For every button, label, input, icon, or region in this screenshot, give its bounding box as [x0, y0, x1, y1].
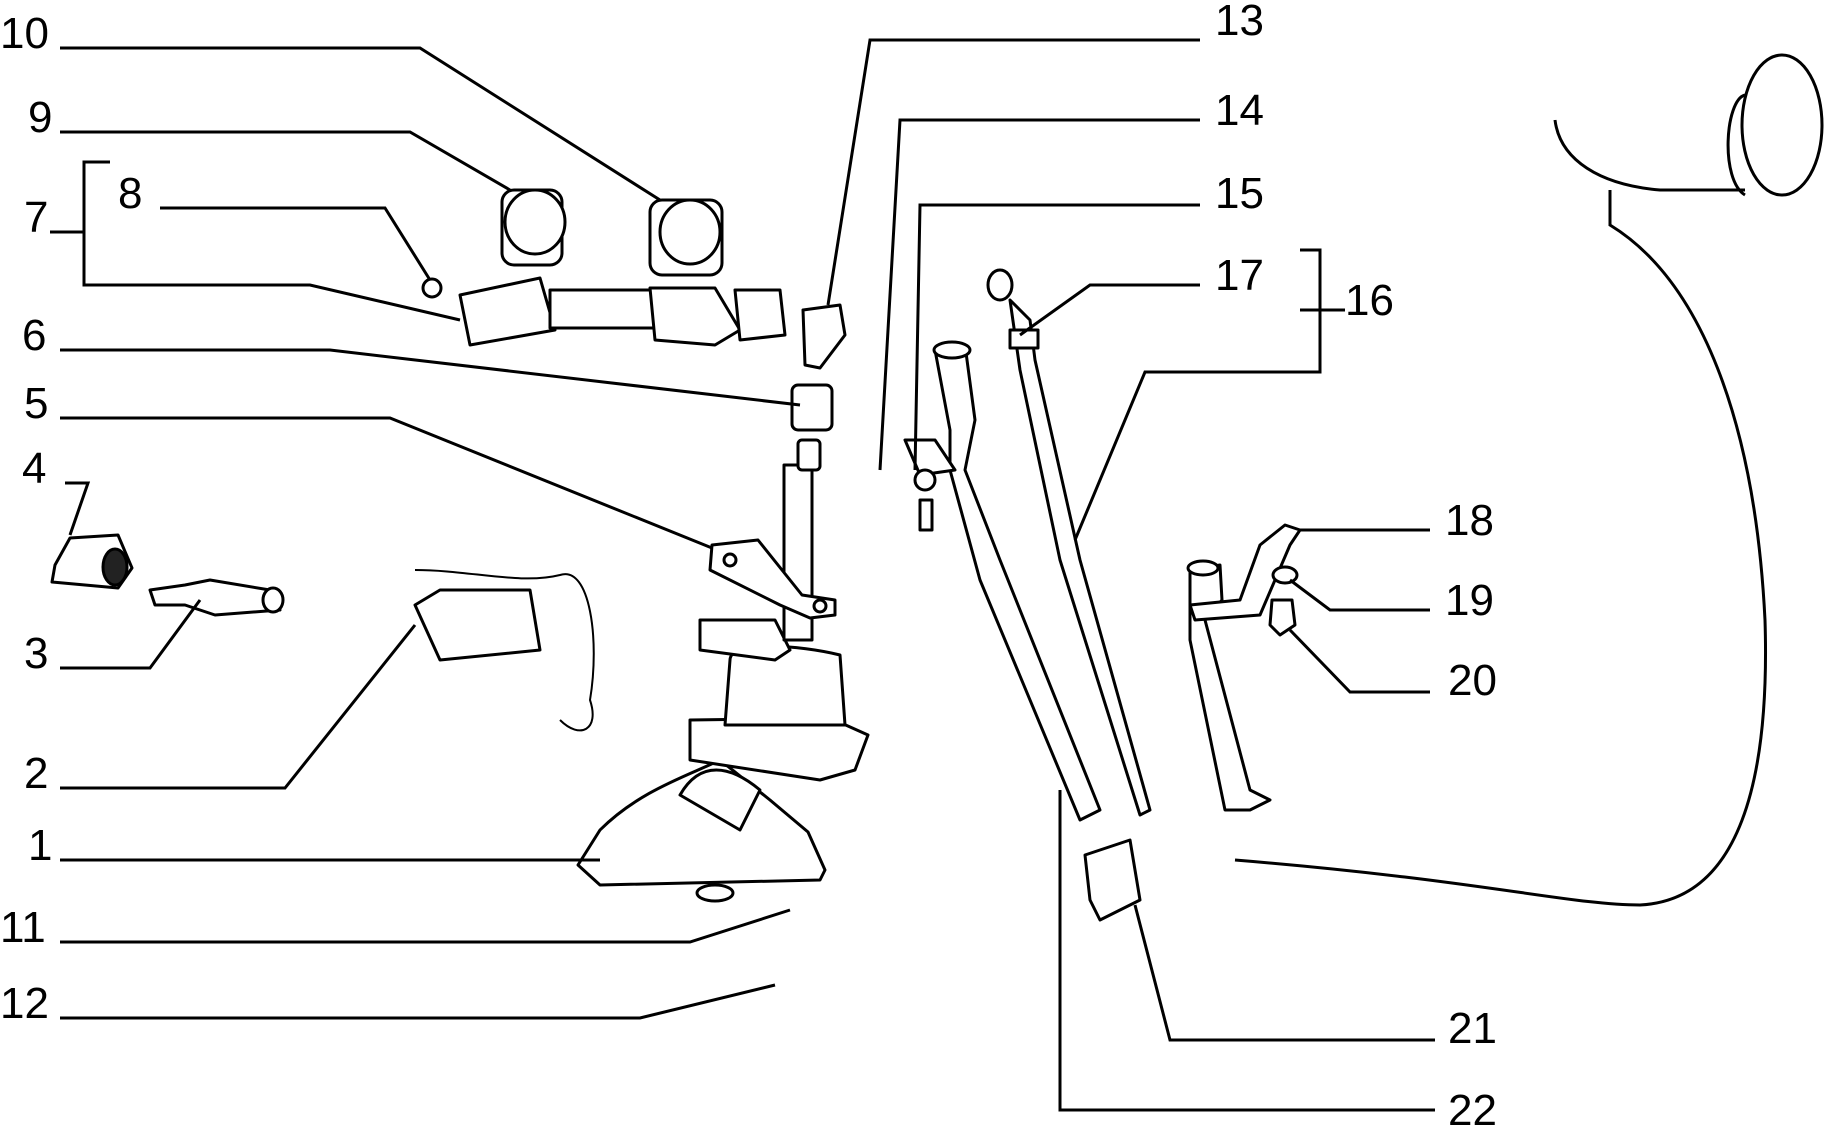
- screw-part-15: [913, 468, 937, 532]
- plug-part-2: [413, 569, 595, 732]
- oil-pump-assembly: [576, 303, 870, 903]
- cap-part-4: [50, 533, 134, 590]
- leader-lines: [50, 38, 1435, 1112]
- sensor-part-3: [148, 578, 285, 617]
- callout-16: 16: [1345, 276, 1394, 325]
- callout-1: 1: [28, 821, 52, 870]
- dipstick-tube-part-22: [903, 340, 1102, 822]
- callout-22: 22: [1448, 1086, 1497, 1131]
- bushing-part-10: [648, 198, 724, 277]
- tube-with-bracket-parts-18-20: [1186, 523, 1302, 812]
- callout-10: 10: [0, 9, 49, 58]
- callout-labels: 10 9 7 8 6 5 4 3 2 1 11 12 13 14 15 17 1…: [0, 0, 1497, 1131]
- callout-2: 2: [24, 749, 48, 798]
- grommet-part-21: [1083, 838, 1142, 922]
- callout-12: 12: [0, 979, 49, 1028]
- callout-13: 13: [1215, 0, 1264, 45]
- callout-9: 9: [28, 93, 52, 142]
- callout-11: 11: [0, 903, 46, 952]
- shaft-assembly-part-7: [421, 276, 787, 347]
- callout-4: 4: [22, 444, 46, 493]
- callout-5: 5: [24, 379, 48, 428]
- callout-15: 15: [1215, 169, 1264, 218]
- callout-20: 20: [1448, 656, 1497, 705]
- callout-21: 21: [1448, 1004, 1497, 1053]
- callout-7: 7: [24, 193, 48, 242]
- callout-19: 19: [1445, 576, 1494, 625]
- callout-6: 6: [22, 311, 46, 360]
- callout-14: 14: [1215, 86, 1264, 135]
- callout-3: 3: [24, 629, 48, 678]
- dipstick-part-16: [986, 268, 1152, 817]
- callout-17: 17: [1215, 251, 1264, 300]
- callout-18: 18: [1445, 496, 1494, 545]
- engine-block-outline: [1234, 53, 1824, 907]
- bushing-part-9: [500, 188, 567, 267]
- callout-8: 8: [118, 169, 142, 218]
